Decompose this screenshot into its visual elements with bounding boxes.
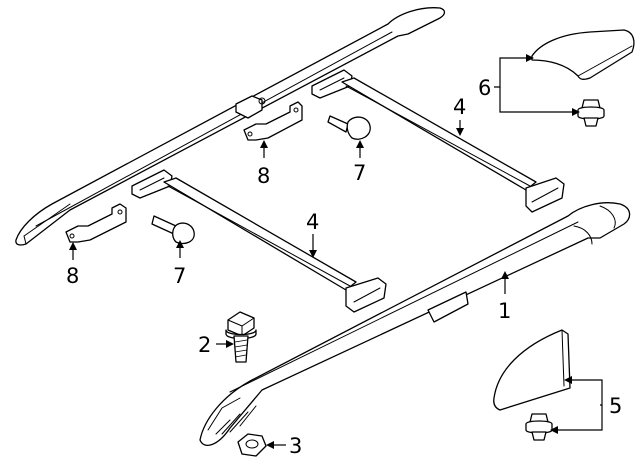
callout-8-front: 8 [66, 264, 79, 288]
leader-5 [550, 376, 603, 434]
bracket-rear[interactable] [243, 101, 303, 141]
leader-7-rear [356, 140, 364, 158]
roof-rail-left[interactable] [15, 7, 446, 246]
callout-4-front: 4 [306, 210, 319, 234]
callout-8-rear: 8 [257, 164, 270, 188]
leader-3 [266, 441, 286, 449]
crossbar-rear[interactable] [311, 69, 565, 213]
leader-8-front [69, 242, 77, 260]
end-cap-front[interactable] [493, 329, 571, 411]
bumper-rear[interactable] [327, 115, 371, 140]
roof-rail-right[interactable] [199, 202, 631, 446]
leader-1 [501, 271, 509, 294]
crossbar-front[interactable] [131, 169, 387, 313]
callout-1: 1 [498, 299, 511, 323]
clip-rear[interactable] [577, 99, 605, 127]
clip-front[interactable] [525, 413, 553, 441]
callout-5: 5 [609, 394, 622, 418]
callout-7-rear: 7 [353, 161, 366, 185]
callout-2: 2 [198, 333, 211, 357]
leader-6 [494, 54, 580, 116]
end-cap-rear[interactable] [531, 29, 635, 80]
leader-7-front [176, 240, 184, 258]
leader-8-rear [260, 140, 268, 158]
leader-2 [216, 340, 234, 348]
callout-7-front: 7 [173, 264, 186, 288]
callout-6: 6 [478, 76, 491, 100]
nut[interactable] [237, 433, 267, 457]
bracket-front[interactable] [65, 203, 127, 243]
callout-3: 3 [289, 434, 302, 458]
bumper-front[interactable] [151, 215, 195, 245]
leader-4-rear [456, 120, 464, 136]
leader-4-front [309, 234, 317, 258]
callout-4-rear: 4 [453, 95, 466, 119]
bolt[interactable] [225, 311, 257, 363]
